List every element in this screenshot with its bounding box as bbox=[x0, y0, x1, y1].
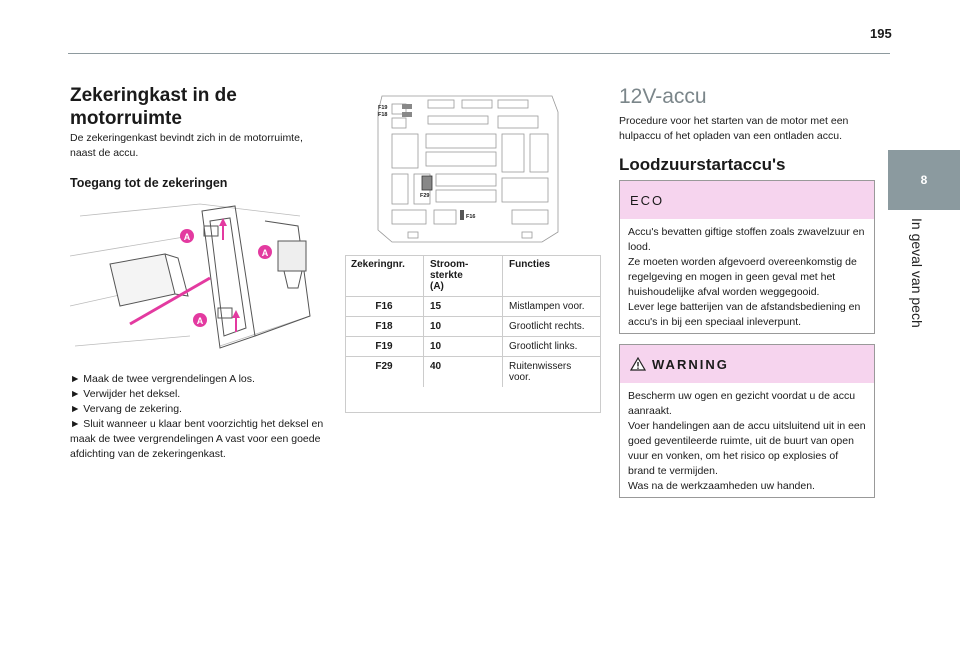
fuse-number: F16 bbox=[345, 296, 424, 317]
callout-label: A bbox=[197, 316, 204, 326]
warning-text: Bescherm uw ogen en gezicht voordat u de… bbox=[628, 390, 866, 492]
table-row: F16 15 Mistlampen voor. bbox=[345, 296, 601, 317]
chapter-number: 8 bbox=[920, 173, 928, 187]
column-header: Zekeringnr. bbox=[351, 259, 405, 270]
eco-text: Accu's bevatten giftige stoffen zoals zw… bbox=[628, 226, 865, 328]
fusebox-cover-illustration: A A A bbox=[70, 203, 311, 349]
fusebox-diagram: F19 F18 F29 F16 bbox=[377, 95, 559, 243]
eco-box: ECO Accu's bevatten giftige stoffen zoal… bbox=[619, 180, 875, 334]
callout-a-bottom: A bbox=[193, 313, 207, 327]
table-row: F18 10 Grootlicht rechts. bbox=[345, 316, 601, 337]
fuse-label-f19: F19 bbox=[378, 105, 387, 111]
page-number: 195 bbox=[870, 26, 892, 41]
fuse-function: Grootlicht rechts. bbox=[502, 316, 601, 337]
fuse-label-f16: F16 bbox=[466, 214, 475, 220]
accu-intro: Procedure voor het starten van de motor … bbox=[619, 115, 849, 142]
step: ► Maak de twee vergrendelingen A los. bbox=[70, 373, 255, 385]
fuse-label-f29: F29 bbox=[420, 193, 429, 199]
header-rule bbox=[68, 53, 890, 54]
accu-title: 12V-accu bbox=[619, 85, 707, 108]
callout-label: A bbox=[262, 248, 269, 258]
step: ► Verwijder het deksel. bbox=[70, 388, 181, 400]
fuse-amperage: 40 bbox=[423, 356, 503, 387]
callout-label: A bbox=[184, 232, 191, 242]
fuse-number: F19 bbox=[345, 336, 424, 357]
warning-triangle-icon bbox=[630, 357, 646, 371]
table-header-row: Zekeringnr. Stroom- sterkte (A) Functies bbox=[345, 255, 601, 297]
eco-header: ECO bbox=[620, 181, 874, 219]
table-row: F29 40 Ruitenwissers voor. bbox=[345, 356, 601, 387]
chapter-tab[interactable]: 8 bbox=[888, 150, 960, 210]
column-header: Functies bbox=[502, 255, 601, 297]
fuse-function: Mistlampen voor. bbox=[502, 296, 601, 317]
fuse-function: Ruitenwissers voor. bbox=[502, 356, 601, 387]
fuse-number: F29 bbox=[345, 356, 424, 387]
section-title: Zekeringkast in de motorruimte bbox=[70, 85, 237, 129]
fuse-amperage: 10 bbox=[423, 336, 503, 357]
warning-box: WARNING Bescherm uw ogen en gezicht voor… bbox=[619, 344, 875, 498]
table-row: F19 10 Grootlicht links. bbox=[345, 336, 601, 357]
warning-label: WARNING bbox=[652, 356, 729, 372]
section-subheading: Toegang tot de zekeringen bbox=[70, 176, 228, 190]
fuse-amperage: 10 bbox=[423, 316, 503, 337]
eco-label: ECO bbox=[630, 192, 665, 208]
callout-a-right: A bbox=[258, 245, 272, 259]
chapter-label: In geval van pech bbox=[909, 218, 925, 328]
step: ► Vervang de zekering. bbox=[70, 403, 182, 415]
step: ► Sluit wanneer u klaar bent voorzichtig… bbox=[70, 418, 324, 460]
fuse-label-f18: F18 bbox=[378, 112, 387, 118]
fuse-amperage: 15 bbox=[423, 296, 503, 317]
warning-header: WARNING bbox=[620, 345, 874, 383]
fuse-function: Grootlicht links. bbox=[502, 336, 601, 357]
fuse-number: F18 bbox=[345, 316, 424, 337]
section-intro: De zekeringenkast bevindt zich in de mot… bbox=[70, 132, 303, 159]
instruction-steps: ► Maak de twee vergrendelingen A los. ► … bbox=[70, 372, 330, 462]
callout-a-top: A bbox=[180, 229, 194, 243]
battery-type-heading: Loodzuurstartaccu's bbox=[619, 155, 786, 174]
fuse-table: Zekeringnr. Stroom- sterkte (A) Functies… bbox=[345, 255, 601, 387]
column-header: Stroom- sterkte (A) bbox=[423, 255, 503, 297]
